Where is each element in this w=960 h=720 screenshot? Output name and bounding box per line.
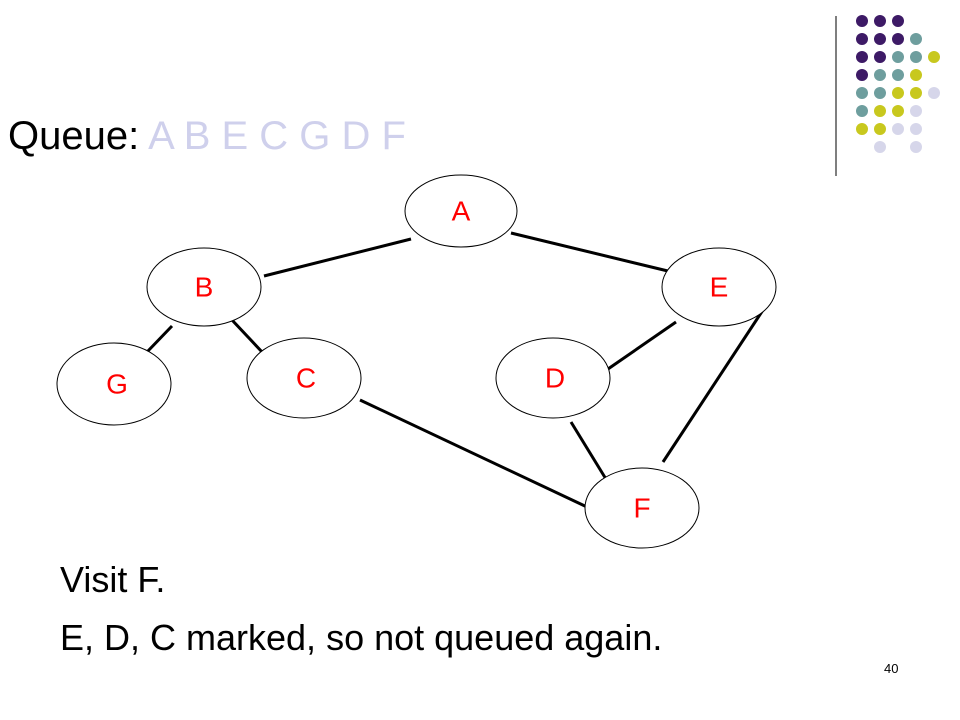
decor-dot [856, 51, 868, 63]
decor-dot [874, 69, 886, 81]
node-d [495, 337, 611, 419]
caption-visit: Visit F. [60, 559, 166, 600]
node-d-label: D [545, 363, 565, 394]
decor-dot [910, 141, 922, 153]
decor-dot [874, 123, 886, 135]
decor-dot [892, 15, 904, 27]
decor-dot [910, 105, 922, 117]
edge-e-f [661, 309, 765, 463]
node-b [146, 247, 262, 327]
caption-explanation: E, D, C marked, so not queued again. [60, 617, 663, 658]
decor-dot [856, 105, 868, 117]
decor-dot [874, 141, 886, 153]
node-g-label: G [106, 369, 128, 400]
decor-dot [910, 123, 922, 135]
decor-dot [910, 33, 922, 45]
node-b-label: B [195, 272, 214, 303]
decor-dot [892, 123, 904, 135]
edge-c-f [359, 398, 588, 509]
decor-dot [892, 105, 904, 117]
decor-dot [874, 15, 886, 27]
queue-label: Queue: [8, 114, 140, 158]
decor-dot [874, 87, 886, 99]
decor-dot [874, 105, 886, 117]
decor-dot [910, 51, 922, 63]
node-f [584, 467, 700, 549]
decor-dot [856, 15, 868, 27]
node-a [404, 174, 518, 248]
edge-d-f [569, 421, 611, 485]
graph-node-labels: A B E G C D F [106, 196, 728, 524]
decor-dot [892, 51, 904, 63]
decor-dot [856, 33, 868, 45]
node-f-label: F [633, 493, 650, 524]
node-g [56, 342, 172, 426]
decor-dot [874, 51, 886, 63]
graph-edges [145, 231, 765, 509]
edge-a-b [263, 237, 412, 278]
decor-dot [856, 123, 868, 135]
decor-dot [928, 87, 940, 99]
page-number: 40 [884, 661, 899, 676]
edge-a-e [510, 231, 673, 274]
node-e [661, 247, 777, 327]
node-c-label: C [296, 363, 316, 394]
decor-dot [856, 69, 868, 81]
dot-grid-group [856, 15, 940, 153]
node-a-label: A [452, 196, 471, 227]
queue-line: Queue: A B E C G D F [8, 112, 406, 160]
decor-dot [928, 51, 940, 63]
decor-dot [874, 33, 886, 45]
decor-dot [892, 69, 904, 81]
decor-dot [910, 69, 922, 81]
node-e-label: E [710, 272, 729, 303]
decor-dot [910, 87, 922, 99]
decor-dot [856, 87, 868, 99]
edge-b-g [145, 324, 174, 354]
edge-e-d [607, 320, 677, 371]
decor-dot [892, 33, 904, 45]
graph-nodes [56, 174, 777, 549]
decor-dot [892, 87, 904, 99]
queue-items: A B E C G D F [148, 114, 406, 158]
node-c [246, 337, 362, 419]
edge-b-c [230, 318, 265, 355]
